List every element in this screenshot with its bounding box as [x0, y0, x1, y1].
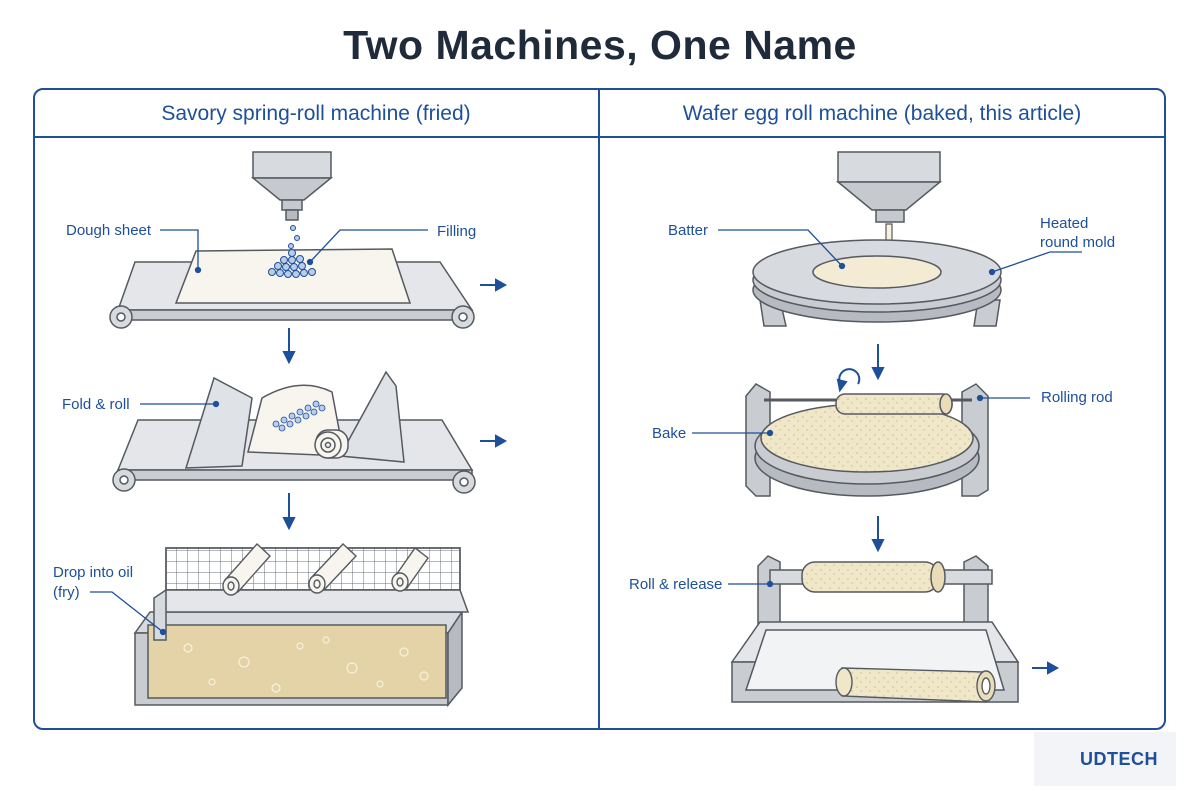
arrow-down-1	[284, 328, 294, 362]
arrow-out-2	[480, 436, 505, 446]
arrow-out-r3	[1032, 663, 1057, 673]
label-fry: (fry)	[53, 583, 80, 602]
label-round-mold: round mold	[1040, 233, 1115, 252]
label-filling: Filling	[437, 222, 476, 241]
label-rolling-rod: Rolling rod	[1041, 388, 1113, 407]
rolled-dough	[315, 430, 348, 458]
logo-text: UDTECH	[1080, 749, 1158, 770]
label-roll-release: Roll & release	[629, 575, 722, 594]
label-fold-roll: Fold & roll	[62, 395, 130, 414]
hopper-left	[253, 152, 331, 220]
label-heated: Heated	[1040, 214, 1088, 233]
arrow-out-1	[480, 280, 505, 290]
label-bake: Bake	[652, 424, 686, 443]
arrow-down-2	[284, 493, 294, 528]
label-dough-sheet: Dough sheet	[66, 221, 151, 240]
heated-round-mold	[753, 240, 1001, 326]
hopper-right	[838, 152, 940, 222]
rotate-arrow-icon	[838, 369, 859, 390]
fryer	[135, 612, 462, 705]
label-drop-into-oil: Drop into oil	[53, 563, 133, 582]
arrow-down-r2	[873, 516, 883, 550]
arrow-down-r1	[873, 344, 883, 378]
baking-frame	[746, 384, 988, 496]
finished-roll	[836, 668, 995, 702]
label-batter: Batter	[668, 221, 708, 240]
brand-logo: UDTECH	[1034, 732, 1176, 786]
conveyor-2	[113, 372, 475, 493]
